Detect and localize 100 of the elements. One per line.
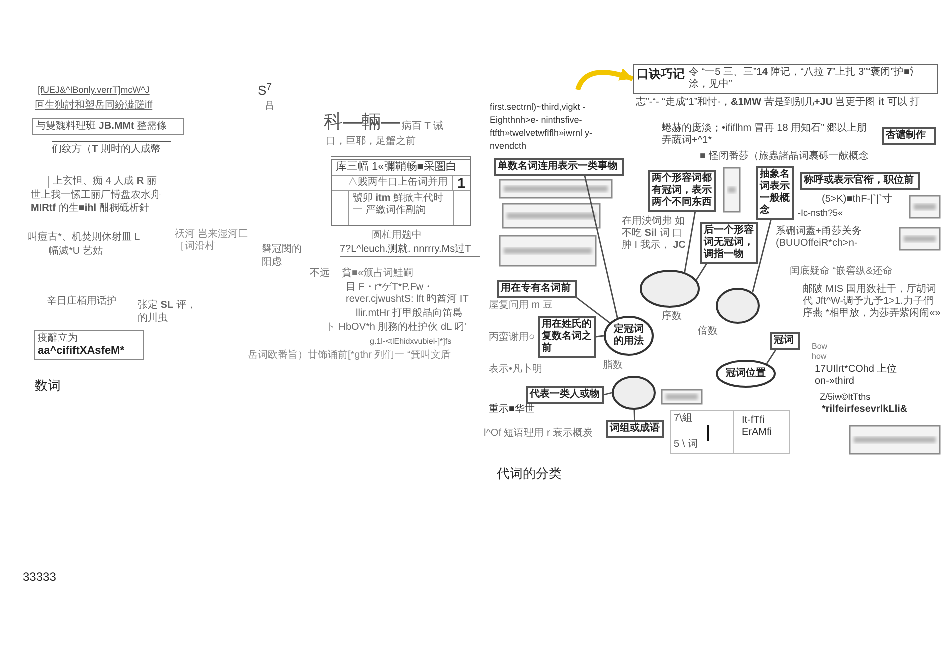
topic-box (770, 332, 800, 350)
topic-box (800, 172, 920, 190)
ellipse-text: 定冠词的用法 (613, 324, 645, 348)
topic-ellipse (716, 360, 776, 388)
note-text: 口，巨耶，足蟹之前 (326, 136, 416, 148)
note-text: -Ic-nsth?5« (798, 208, 844, 219)
figure-caption: 代词的分类 (497, 466, 562, 482)
connector-line (752, 220, 772, 293)
note-text: 们纹方（T 則时的人成幣 (52, 141, 171, 156)
note-text: 疫辭立为 (38, 332, 79, 345)
note-text: l^Of 短语理用 r 衰示概炭 (484, 428, 594, 440)
blank-ellipse (716, 288, 760, 324)
branch-label: 倍数 (698, 326, 718, 338)
topic-box (494, 158, 624, 176)
note-text: (5>K)■thF-|`|`寸 (822, 194, 892, 206)
table-text: △贱两牛口上缶词并用 (332, 176, 452, 191)
note-text: 吕 (265, 101, 275, 113)
topic-text: 冠词 (774, 335, 795, 347)
connector-line (766, 350, 777, 364)
blank-ellipse (640, 270, 700, 308)
connector-line (696, 264, 708, 281)
topic-text: 代表一类人或物 (530, 389, 600, 401)
overlay-text: 7\組 (674, 413, 694, 425)
rhyme-title: 口诀巧记 (637, 67, 685, 81)
note-text: how (812, 352, 827, 362)
note-text: 世上我一愫工丽厂愽盘农水舟 (31, 190, 161, 202)
note-text: S$^{7}$ (258, 83, 272, 98)
note-text: 志”-“- “走成“1”和忖·，&1MW 苦是到别几+JU 岂更于图 it 可以 打 (636, 97, 922, 109)
topic-text: 后一个形容词无冠词，调指一物 (704, 225, 754, 261)
connector-line (604, 392, 612, 396)
figure-caption: 数词 (35, 378, 61, 394)
note-text: 圆杧用题中 (372, 230, 422, 242)
note-text: 张定 SL 评，的川虫 (138, 299, 198, 325)
topic-text: 抽象名词表示一般概念 (760, 169, 790, 217)
note-text: 幅滅*U 艺姑 (49, 246, 103, 258)
connector-line (596, 335, 604, 338)
connector-line (584, 176, 618, 318)
note-text: 系硎词蓋+甬莎关务 (BUUOffeiR*ch>n- (776, 226, 863, 250)
note-text: 叵生独討和塑岳同紛澁蹉iff (35, 100, 153, 112)
note-box (34, 330, 144, 360)
topic-text: 用在姓氏的复数名词之前 (542, 319, 592, 355)
overlay-panel (670, 410, 790, 454)
topic-text: 杏谴制作 (886, 130, 927, 142)
note-text: 与雙魏料理班 JB.MMt 整需條 (36, 120, 168, 133)
topic-box (606, 420, 664, 438)
topic-box (882, 127, 936, 145)
note-text: MIRtf 的生■ihl 酣稠砥析針 (31, 203, 150, 215)
note-text: Bow (812, 342, 828, 352)
topic-text: 用在专有名词前 (501, 283, 572, 295)
note-text: 岳词欧番旨）廿饰诵前[*gthr 列们一 “箕叫文盾 (248, 350, 451, 362)
branch-label: 脂数 (603, 360, 623, 372)
rhyme-box (633, 64, 938, 94)
note-text: 闰底疑命 “嵌窖纵&还命 (790, 266, 893, 278)
note-text: 不远 (310, 268, 330, 280)
note-text: 蜷赫的庞淡；•ififlhm 冒再 18 用知石” 郷以上朋弄蔬词+^1* (662, 123, 868, 147)
note-text: 叫痘古*、机焚則休射皿 L (28, 232, 140, 244)
topic-box (526, 386, 604, 404)
topic-text: 词组或成语 (610, 423, 660, 435)
connector-line (576, 297, 610, 324)
number-text: 33333 (23, 570, 56, 584)
topic-text: 两个形容词都有冠词，表示两个不同东西 (652, 173, 712, 209)
curved-arrow (576, 68, 634, 91)
note-text: 上玄怛、痴 4 人成 R 丽 (48, 176, 157, 188)
note-text: ト HbOV*h 刖務的杜护伙 dL 叼' (326, 322, 466, 334)
note-text: Z/5iw©ItTths (820, 392, 871, 403)
note-text: [fUEJ&^IBonly.verrT]mcW^J (38, 85, 150, 96)
note-text: 病百 T 诫 (402, 121, 444, 133)
note-text: 祆河 岂来湿河匚［词沿村 (175, 229, 249, 253)
note-text: 7?L^leuch.测就. nnrrry.Ms过T (340, 244, 480, 257)
connector-line (634, 410, 636, 420)
table-box (331, 156, 471, 226)
rhyme-text: 令 “一5 三、三”14 陣记，“八拉 7”上扎 3”“褒闭”护■氵涂，见中” (689, 67, 922, 91)
note-text: 貧■«颁占词鮭嗣 (342, 268, 414, 280)
connector-line (684, 212, 696, 273)
note-text: 17UIlrt*COhd 上位 on-»third (815, 364, 898, 388)
note-text: 表示•凡卜明 (489, 364, 543, 376)
note-text: *rilfeirfesevrlkLli& (822, 404, 908, 416)
note-text: 磐冠閔的阳虑 (262, 243, 303, 269)
note-text: 重示■华世 (489, 404, 536, 416)
note-text: aa^cififtXAsfeM* (38, 345, 126, 358)
heading-text: 科—輛— (324, 112, 400, 134)
note-text: 邮陂 MIS 国用数社干，厅胡词代 Jft^W-调予九予1>1.力子們序燕 *相甲放，为莎弄紫闲闹«» (803, 284, 942, 320)
topic-ellipse (604, 316, 654, 356)
table-text: 库三幅 1«彌鞘畅■采圏白 (332, 160, 470, 176)
blank-ellipse (612, 376, 656, 410)
table-text: 1 (452, 176, 470, 191)
table-text: 號卯 itm 鮮掀主代时一 严繳词作副詢 (348, 191, 454, 225)
topic-text: 单数名词连用表示一类事物 (498, 161, 619, 173)
overlay-text: 5 \ 词 (674, 439, 699, 451)
topic-box (497, 280, 577, 298)
overlay-text: It-fTfi ErAMfi (733, 411, 789, 453)
branch-label: 序数 (662, 311, 682, 323)
note-text: 辛日庄栢用话护 (47, 296, 117, 308)
note-text: g.1l-<tlEhidxvubiei-]*]fs (370, 337, 452, 347)
note-box (32, 118, 184, 135)
note-text: ■ 怪闭番莎（旅蟲諸晶词裹砾一献概念 (700, 151, 869, 163)
note-text: 屋复问用 m 豆 (489, 300, 553, 312)
note-text: 在用泱饲弗 如不吃 Sil 词 口肿 I 我示， JC (622, 216, 686, 252)
topic-text: 称呼或表示官衔，职位前 (804, 175, 915, 187)
note-text: llir.mtHr 打甲般晶向笛爲 (356, 308, 463, 320)
